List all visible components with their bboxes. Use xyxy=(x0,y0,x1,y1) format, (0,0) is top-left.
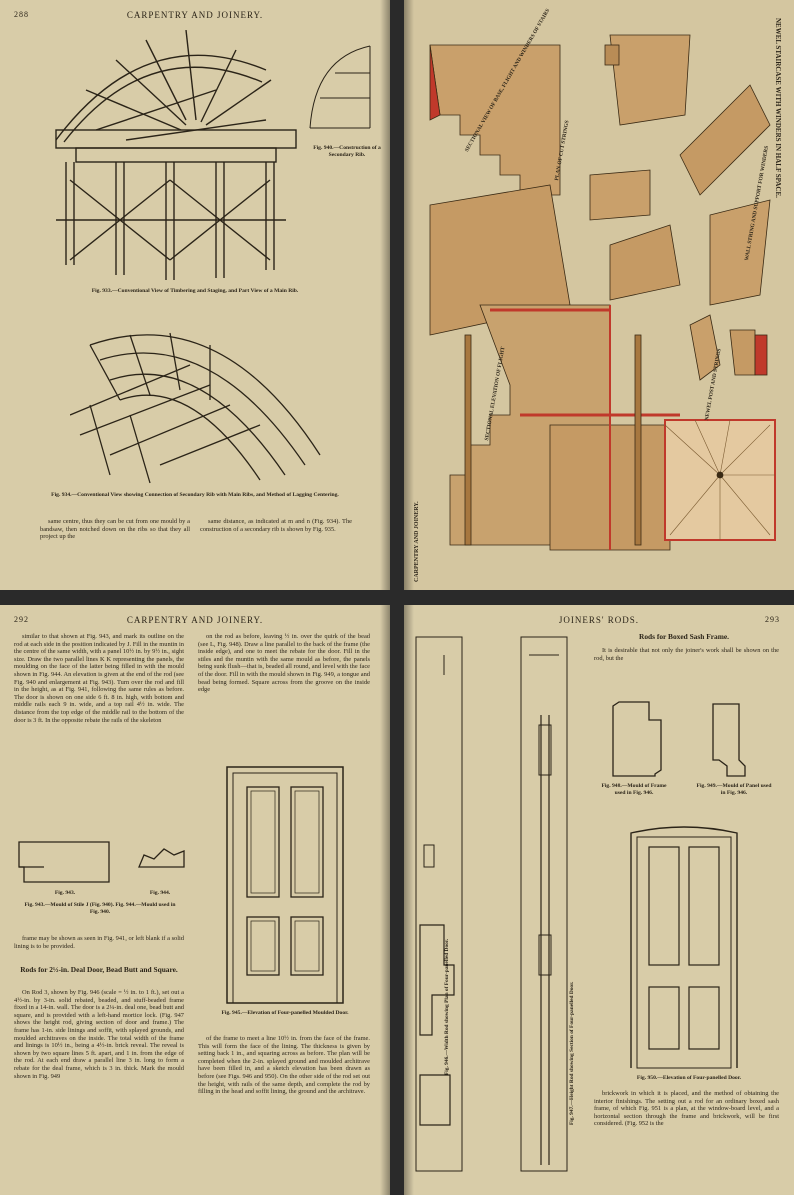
mould-of-panel-fig-949 xyxy=(712,703,746,777)
body-text-top-left: similar to that shown at Fig. 943, and m… xyxy=(14,633,184,724)
fig-943-label: Fig. 943. xyxy=(54,890,76,896)
page-header: 288 CARPENTRY AND JOINERY. xyxy=(14,10,376,24)
page-number: 292 xyxy=(14,615,29,624)
body-text-top: It is desirable that not only the joiner… xyxy=(594,647,779,662)
body-text-bottom-left: On Rod 3, shown by Fig. 946 (scale = ½ i… xyxy=(14,989,184,1080)
fig-946-caption: Fig. 946.—Width Rod showing Plan of Four… xyxy=(444,938,450,1075)
plate-side-label: CARPENTRY AND JOINERY. xyxy=(414,501,420,582)
section-heading: Rods for Boxed Sash Frame. xyxy=(639,632,729,641)
fig-943-944-caption: Fig. 943.—Mould of Stile J (Fig. 940). F… xyxy=(24,902,176,915)
width-rod-fig-946 xyxy=(415,636,463,1172)
page-293: JOINERS' RODS. 293 Fig. 946.—Width Rod s… xyxy=(404,605,794,1195)
page-292: 292 CARPENTRY AND JOINERY. similar to th… xyxy=(0,605,390,1195)
four-panelled-moulded-door-elevation xyxy=(226,766,344,1004)
fig-945-caption: Fig. 945.—Elevation of Four-panelled Mou… xyxy=(221,1010,349,1016)
running-title: JOINERS' RODS. xyxy=(558,615,640,625)
fig-947-caption: Fig. 947.—Height Rod showing Section of … xyxy=(569,981,575,1125)
gutter-shadow xyxy=(404,605,414,1195)
page-header: 292 CARPENTRY AND JOINERY. xyxy=(14,615,376,629)
plate-newel-staircase: NEWEL STAIRCASE WITH WINDERS IN HALF SPA… xyxy=(404,0,794,590)
staircase-plate-illustration xyxy=(429,34,776,551)
page-number: 293 xyxy=(765,615,780,624)
mould-of-frame-fig-948 xyxy=(612,701,662,777)
running-title: CARPENTRY AND JOINERY. xyxy=(126,615,264,625)
body-text-bottom: brickwork in which it is placed, and the… xyxy=(594,1090,779,1128)
fig-933-caption: Fig. 933.—Conventional View of Timbering… xyxy=(91,288,299,294)
body-text-top-right: on the rod as before, leaving ½ in. over… xyxy=(198,633,370,694)
body-text-mid: frame may be shown as seen in Fig. 941, … xyxy=(14,935,184,950)
section-heading: Rods for 2½-in. Deal Door, Bead Butt and… xyxy=(20,965,178,974)
fig-948-caption: Fig. 948.—Mould of Frame used in Fig. 94… xyxy=(601,783,667,796)
secondary-rib-diagram xyxy=(309,45,371,129)
body-text-left: same centre, thus they can be cut from o… xyxy=(40,518,190,541)
fig-940-caption: Fig. 940.—Construction of a Secondary Ri… xyxy=(313,145,381,158)
page-288: 288 CARPENTRY AND JOINERY. xyxy=(0,0,390,590)
fig-944-label: Fig. 944. xyxy=(149,890,171,896)
page-header: JOINERS' RODS. 293 xyxy=(418,615,780,629)
gutter-shadow xyxy=(404,0,414,590)
body-text-bottom-right: of the frame to meet a line 10½ in. from… xyxy=(198,1035,370,1096)
four-panelled-door-elevation xyxy=(630,826,738,1069)
lagging-centering-illustration xyxy=(70,332,321,484)
plate-title: NEWEL STAIRCASE WITH WINDERS IN HALF SPA… xyxy=(774,18,782,198)
fig-950-caption: Fig. 950.—Elevation of Four-panelled Doo… xyxy=(636,1075,742,1081)
fig-949-caption: Fig. 949.—Mould of Panel used in Fig. 94… xyxy=(696,783,772,796)
running-title: CARPENTRY AND JOINERY. xyxy=(126,10,264,20)
gutter-shadow xyxy=(380,605,390,1195)
timbering-staging-illustration xyxy=(55,30,297,280)
body-text-right: same distance, as indicated at m and n (… xyxy=(200,518,352,533)
height-rod-fig-947 xyxy=(520,636,568,1172)
gutter-shadow xyxy=(380,0,390,590)
page-number: 288 xyxy=(14,10,29,19)
mould-figures-943-944 xyxy=(18,841,185,883)
fig-934-caption: Fig. 934.—Conventional View showing Conn… xyxy=(51,492,339,498)
